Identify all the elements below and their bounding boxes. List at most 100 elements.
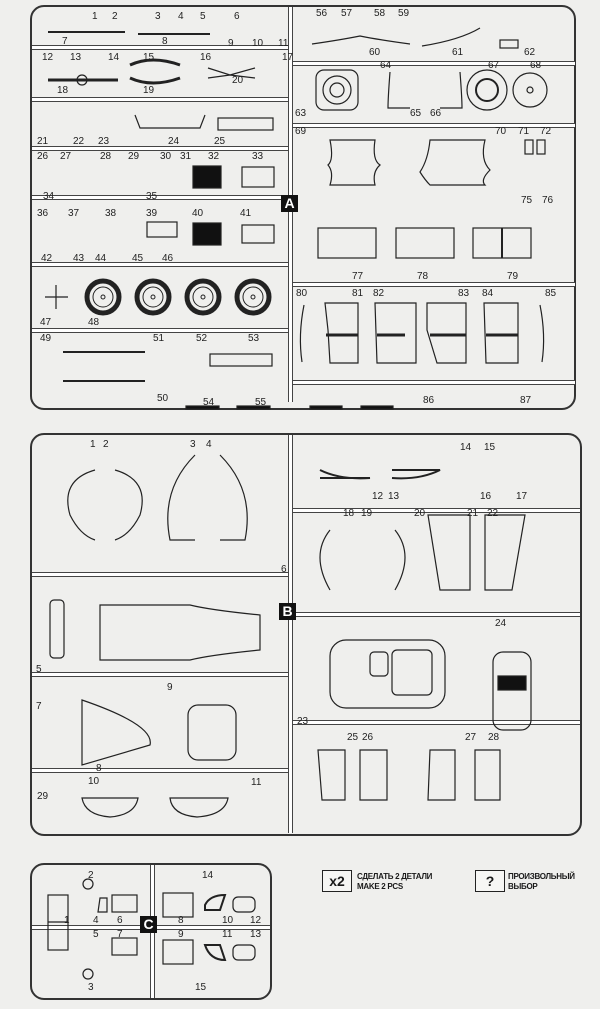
sprue-a-part-number: 63 <box>295 108 307 119</box>
make-two-symbol: x2 <box>322 870 352 892</box>
sprue-a-part-number: 24 <box>168 136 180 147</box>
sprue-c-part-number: 10 <box>222 915 234 926</box>
sprue-a-part-number: 57 <box>341 8 353 19</box>
hood-part <box>81 699 151 766</box>
sprue-a-part-number: 34 <box>43 191 55 202</box>
sprue-a-part-number: 32 <box>208 151 220 162</box>
sprue-b-part-number: 26 <box>362 732 374 743</box>
sprue-a-part-number: 29 <box>128 151 140 162</box>
seat-back-part <box>327 139 382 186</box>
axle-rod-part <box>48 31 210 35</box>
sprue-runner <box>290 282 575 287</box>
sprue-a-part-number: 85 <box>545 288 557 299</box>
running-board-part <box>209 353 273 367</box>
sprue-runner <box>32 672 290 677</box>
chassis-bracket-part <box>217 117 274 131</box>
grille-part <box>241 224 275 244</box>
sprue-b-part-number: 12 <box>372 491 384 502</box>
sprue-runner <box>32 97 290 102</box>
door-panels <box>299 302 545 364</box>
sprue-a-part-number: 44 <box>95 253 107 264</box>
sprue-runner <box>32 45 290 50</box>
sprue-a-part-number: 28 <box>100 151 112 162</box>
sprue-runner <box>290 123 575 128</box>
sprue-a-part-number: 69 <box>295 126 307 137</box>
sprue-c-part-number: 8 <box>178 915 184 926</box>
sprue-a-part-number: 30 <box>160 151 172 162</box>
sprue-a-part-number: 10 <box>252 38 264 49</box>
sprue-a-part-number: 7 <box>62 36 68 47</box>
sprue-b-part-number: 29 <box>37 791 49 802</box>
sprue-a-part-number: 62 <box>524 47 536 58</box>
sprue-b-part-number: 13 <box>388 491 400 502</box>
sprue-b-part-number: 15 <box>484 442 496 453</box>
plate-part <box>146 221 178 238</box>
bumper-part <box>63 351 145 382</box>
sprue-c-part-number: 15 <box>195 982 207 993</box>
wheel <box>184 278 222 316</box>
optional-symbol: ? <box>475 870 505 892</box>
doors-b <box>317 749 501 801</box>
sprue-c-part-number: 7 <box>117 929 123 940</box>
sprue-a-part-number: 60 <box>369 47 381 58</box>
sprue-a-part-number: 76 <box>542 195 554 206</box>
suspension-arm-part <box>207 67 256 79</box>
front-axle-part <box>48 74 118 86</box>
sprue-a-part-number: 42 <box>41 253 53 264</box>
sprue-runner <box>290 508 580 513</box>
sprue-a-part-number: 81 <box>352 288 364 299</box>
switch-part <box>499 39 519 49</box>
sprue-runner <box>32 262 290 267</box>
sprue-a-part-number: 64 <box>380 60 392 71</box>
sprue-c-part-number: 14 <box>202 870 214 881</box>
sprue-a-frame <box>30 5 576 410</box>
fan-part <box>512 72 548 108</box>
wheel <box>134 278 172 316</box>
sprue-a-part-number: 86 <box>423 395 435 406</box>
wheels <box>84 278 272 316</box>
fender-rear-part <box>167 454 248 541</box>
sprue-a-part-number: 87 <box>520 395 532 406</box>
sprue-b-part-number: 5 <box>36 664 42 675</box>
sprue-b-part-number: 21 <box>467 508 479 519</box>
sprue-a-part-number: 45 <box>132 253 144 264</box>
sprue-b-part-number: 7 <box>36 701 42 712</box>
seat-cushion-part-2 <box>395 227 455 259</box>
sprue-b-part-number: 14 <box>460 442 472 453</box>
sprue-a-part-number: 78 <box>417 271 429 282</box>
dash-dial-part <box>315 69 359 111</box>
chassis-frame-part <box>99 604 261 661</box>
sprue-c-part-number: 5 <box>93 929 99 940</box>
sprue-a-part-number: 52 <box>196 333 208 344</box>
sprue-a-part-number: 68 <box>530 60 542 71</box>
sprue-b-part-number: 24 <box>495 618 507 629</box>
sprue-a-part-number: 8 <box>162 36 168 47</box>
sprue-a-part-number: 77 <box>352 271 364 282</box>
sprue-a-part-number: 79 <box>507 271 519 282</box>
sprue-a-part-number: 3 <box>155 11 161 22</box>
sprue-c-part-number: 2 <box>88 870 94 881</box>
sprue-runner <box>32 146 290 151</box>
sprue-a-part-number: 14 <box>108 52 120 63</box>
optional-ru-2: ВЫБОР <box>508 882 538 891</box>
grille-b-part <box>492 651 532 731</box>
optional-ru: ПРОИЗВОЛЬНЫЙ <box>508 872 575 881</box>
radiator-part <box>241 166 275 188</box>
engine-block-part-2 <box>192 222 222 246</box>
sprue-a-part-number: 6 <box>234 11 240 22</box>
sprue-a-part-number: 26 <box>37 151 49 162</box>
sprue-runner <box>290 720 580 725</box>
sprue-a-part-number: 59 <box>398 8 410 19</box>
fender-part <box>387 71 463 109</box>
bracket-part <box>49 599 65 659</box>
sprue-b-part-number: 2 <box>103 439 109 450</box>
wheel <box>234 278 272 316</box>
sprue-c-part-number: 4 <box>93 915 99 926</box>
sprue-a-part-number: 23 <box>98 136 110 147</box>
sprue-a-part-number: 50 <box>157 393 169 404</box>
sprue-a-part-number: 16 <box>200 52 212 63</box>
sprue-c-part-number: 3 <box>88 982 94 993</box>
sprue-b-part-number: 25 <box>347 732 359 743</box>
sprue-a-part-number: 75 <box>521 195 533 206</box>
